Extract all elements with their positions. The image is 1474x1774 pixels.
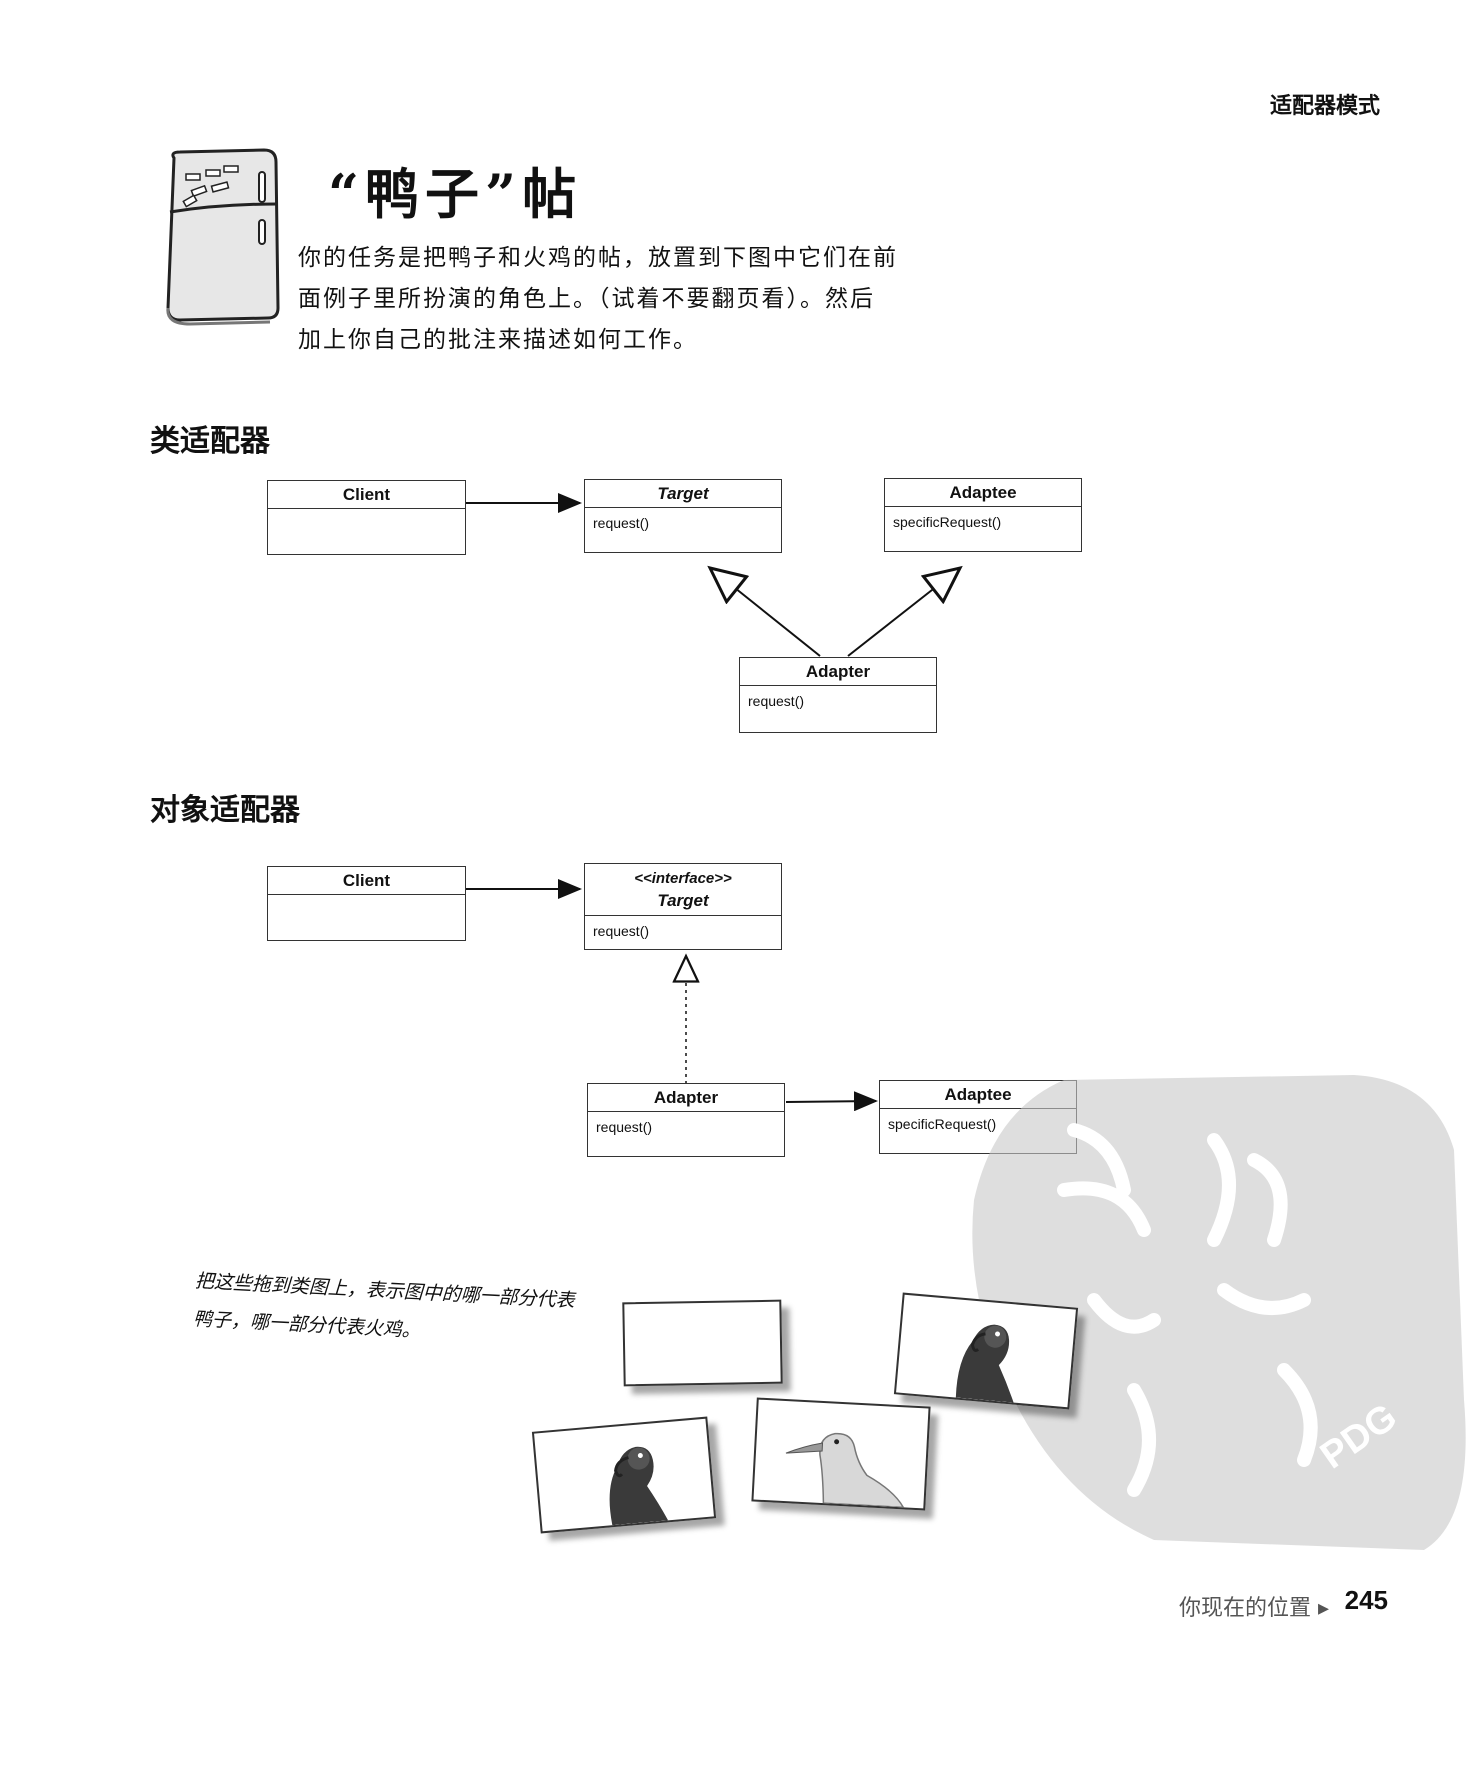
object-target-header: <<interface>> Target — [585, 864, 781, 916]
class-target-method: request() — [593, 515, 650, 531]
object-adaptee-name: Adaptee — [880, 1081, 1076, 1109]
object-adapter-adaptee-composition — [785, 1091, 878, 1112]
class-adapter-heading: 类适配器 — [150, 424, 270, 459]
footer-location: 你现在的位置 ▸ — [1178, 1596, 1329, 1621]
object-target-box[interactable]: <<interface>> Target request() — [584, 863, 782, 950]
class-target-box[interactable]: Target request() — [584, 479, 782, 553]
duck-icon — [785, 1432, 905, 1509]
object-client-name: Client — [268, 867, 465, 895]
blank-sticky-card[interactable] — [622, 1299, 783, 1387]
class-adapter-method: request() — [748, 693, 805, 709]
turkey-card-1[interactable] — [893, 1292, 1079, 1410]
object-target-method: request() — [593, 923, 650, 939]
duck-card[interactable] — [751, 1397, 931, 1511]
class-adapter-adaptee-inheritance — [847, 568, 960, 657]
watermark-seal: PDG — [972, 1075, 1466, 1550]
page-number: 245 — [1344, 1585, 1388, 1615]
object-target-name: Target — [657, 891, 709, 910]
intro-paragraph: 你的任务是把鸭子和火鸡的帖，放置到下图中它们在前面例子里所扮演的角色上。（试着不… — [298, 245, 898, 353]
class-adaptee-name: Adaptee — [885, 479, 1081, 507]
turkey-icon — [609, 1446, 669, 1526]
class-target-name: Target — [585, 480, 781, 508]
object-adapter-name: Adapter — [588, 1084, 784, 1112]
object-adapter-method: request() — [596, 1119, 653, 1135]
class-adapter-box[interactable]: Adapter request() — [739, 657, 937, 733]
class-client-name: Client — [268, 481, 465, 509]
object-client-box[interactable]: Client — [267, 866, 466, 941]
turkey-icon — [955, 1324, 1014, 1403]
class-adaptee-method: specificRequest() — [893, 514, 1002, 530]
object-adapter-box[interactable]: Adapter request() — [587, 1083, 785, 1157]
fridge-icon — [166, 148, 280, 326]
object-adaptee-method: specificRequest() — [888, 1116, 997, 1132]
class-adaptee-box[interactable]: Adaptee specificRequest() — [884, 478, 1082, 552]
object-target-stereotype: <<interface>> — [634, 870, 732, 887]
class-adapter-target-inheritance — [710, 568, 821, 657]
page-title: “鸭子”帖 — [328, 162, 583, 226]
class-client-box[interactable]: Client — [267, 480, 466, 555]
object-adapter-heading: 对象适配器 — [150, 793, 300, 828]
turkey-card-2[interactable] — [531, 1416, 717, 1534]
class-adapter-name: Adapter — [740, 658, 936, 686]
chapter-title: 适配器模式 — [1269, 94, 1380, 119]
